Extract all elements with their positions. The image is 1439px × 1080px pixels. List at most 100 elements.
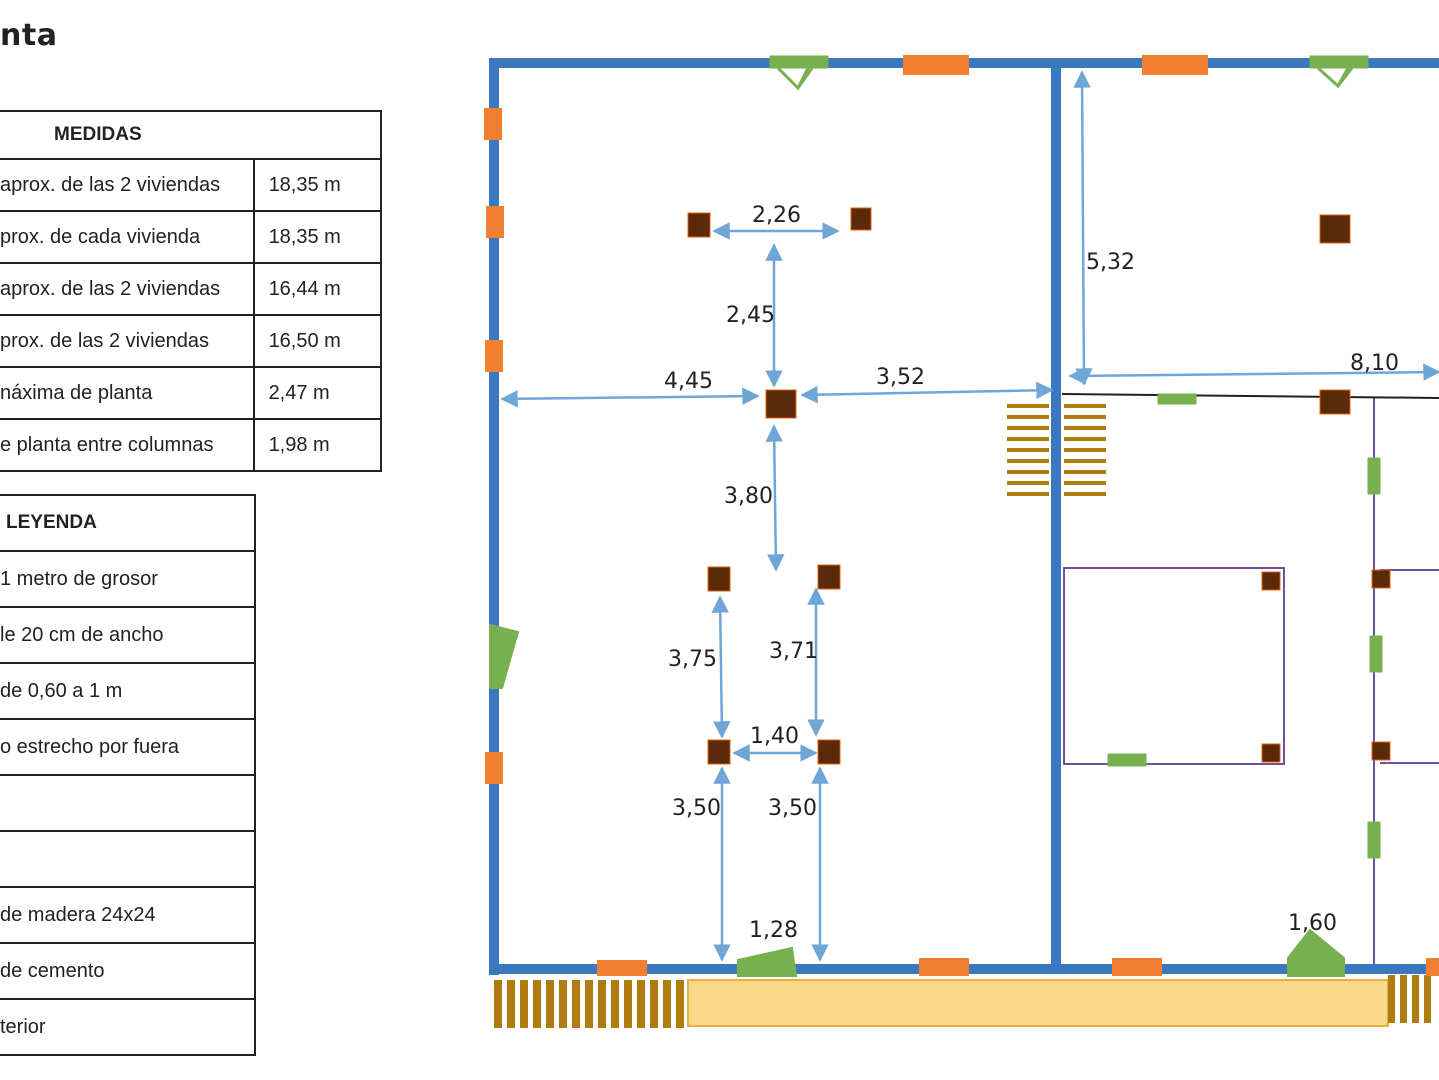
door — [919, 958, 969, 976]
window — [1309, 55, 1369, 69]
column — [817, 739, 841, 765]
leyenda-header: LEYENDA — [0, 494, 256, 552]
table-row: 1 metro de grosor — [0, 550, 256, 608]
door — [1142, 55, 1208, 75]
dimension-label: 1,28 — [749, 918, 798, 943]
door — [486, 206, 504, 238]
medida-value: 18,35 m — [252, 210, 383, 264]
column — [817, 564, 841, 590]
columns — [687, 207, 1391, 765]
window — [1367, 457, 1381, 495]
door — [1112, 958, 1162, 976]
column — [1261, 571, 1281, 591]
dimension-label: 3,75 — [668, 647, 717, 672]
door — [484, 108, 502, 140]
dimension-label: 3,52 — [876, 365, 925, 390]
dimension-label: 4,45 — [664, 369, 713, 394]
medida-label: prox. de las 2 viviendas — [0, 314, 255, 368]
interior-wall-line — [1061, 393, 1439, 399]
leyenda-item: 1 metro de grosor — [0, 550, 256, 608]
medida-value: 2,47 m — [252, 366, 383, 420]
door — [485, 340, 503, 372]
medida-value: 1,98 m — [252, 418, 383, 472]
dimension-label: 3,80 — [724, 484, 773, 509]
stairs-bottom-left — [494, 980, 684, 1028]
interior-partitions — [1063, 398, 1439, 965]
dimension-label: 2,26 — [752, 203, 801, 228]
exterior-walls — [489, 58, 1439, 975]
medida-value: 16,44 m — [252, 262, 383, 316]
medida-label: e planta entre columnas — [0, 418, 255, 472]
leyenda-item: de 0,60 a 1 m — [0, 662, 256, 720]
table-row: terior — [0, 998, 256, 1056]
leyenda-item: le 20 cm de ancho — [0, 606, 256, 664]
window — [1157, 393, 1197, 405]
dimension-label: 1,40 — [750, 724, 799, 749]
medida-label: aprox. de las 2 viviendas — [0, 158, 255, 212]
doors — [484, 55, 1439, 976]
dimension-label: 2,45 — [726, 303, 775, 328]
door — [597, 960, 647, 976]
leyenda-item: o estrecho por fuera — [0, 718, 256, 776]
dimension-label: 3,50 — [672, 796, 721, 821]
column — [1371, 741, 1391, 761]
table-row: de 0,60 a 1 m — [0, 662, 256, 720]
terrace — [687, 979, 1389, 1027]
medidas-header: MEDIDAS — [0, 110, 382, 160]
column — [1319, 389, 1351, 415]
dimension-label: 8,10 — [1350, 351, 1399, 376]
table-row: le 20 cm de ancho — [0, 606, 256, 664]
dimension-arrows — [500, 70, 1439, 962]
medida-label: aprox. de las 2 viviendas — [0, 262, 255, 316]
door — [1426, 958, 1439, 976]
window — [1107, 753, 1147, 767]
window — [1369, 635, 1383, 673]
window — [769, 55, 829, 69]
window — [489, 623, 520, 689]
table-row — [0, 774, 256, 832]
table-row — [0, 830, 256, 888]
medida-label: náxima de planta — [0, 366, 255, 420]
door — [903, 55, 969, 75]
column — [707, 739, 731, 765]
page-title: nta — [0, 18, 58, 53]
leyenda-item — [0, 774, 256, 832]
window — [737, 946, 798, 977]
dimension-label: 3,71 — [769, 639, 818, 664]
column — [1319, 214, 1351, 244]
dimension-label: 1,60 — [1288, 911, 1337, 936]
leyenda-item: terior — [0, 998, 256, 1056]
windows — [489, 55, 1383, 977]
table-row: de cemento — [0, 942, 256, 1000]
stairs-center — [1007, 404, 1106, 496]
window — [1367, 821, 1381, 859]
stairs-bottom-right — [1388, 975, 1431, 1023]
dimension-label: 3,50 — [768, 796, 817, 821]
table-row: de madera 24x24 — [0, 886, 256, 944]
leyenda-item: de cemento — [0, 942, 256, 1000]
door — [485, 752, 503, 784]
column — [707, 566, 731, 592]
column — [1371, 569, 1391, 589]
medida-value: 16,50 m — [252, 314, 383, 368]
leyenda-table: LEYENDA 1 metro de grosor le 20 cm de an… — [0, 494, 256, 1056]
window — [1287, 928, 1345, 977]
medida-value: 18,35 m — [252, 158, 383, 212]
medida-label: prox. de cada vivienda — [0, 210, 255, 264]
leyenda-item: de madera 24x24 — [0, 886, 256, 944]
leyenda-item — [0, 830, 256, 888]
column — [765, 389, 797, 419]
column — [850, 207, 872, 231]
table-row: o estrecho por fuera — [0, 718, 256, 776]
column — [1261, 743, 1281, 763]
dimension-label: 5,32 — [1086, 250, 1135, 275]
column — [687, 212, 711, 238]
